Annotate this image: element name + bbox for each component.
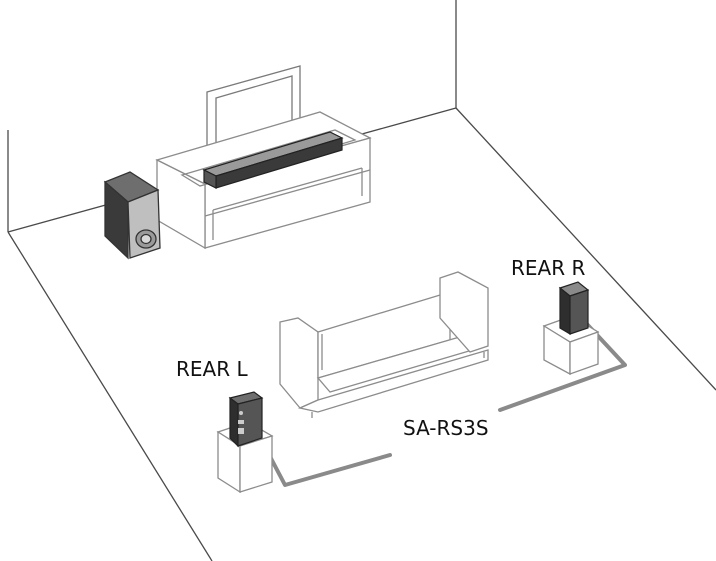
- sound-bar: [202, 131, 344, 189]
- left-floor-edge: [7, 231, 213, 561]
- rear-left-label: REAR L: [176, 357, 248, 381]
- right-floor-edge: [455, 107, 716, 391]
- rear-right-speaker: [558, 281, 590, 336]
- subwoofer: [103, 171, 161, 260]
- tv-stand: [155, 111, 372, 250]
- sofa: [279, 271, 489, 418]
- rear-right-label: REAR R: [511, 256, 586, 280]
- rear-left-speaker: [228, 391, 264, 448]
- room-outline: [7, 0, 716, 561]
- model-label: SA-RS3S: [403, 416, 489, 440]
